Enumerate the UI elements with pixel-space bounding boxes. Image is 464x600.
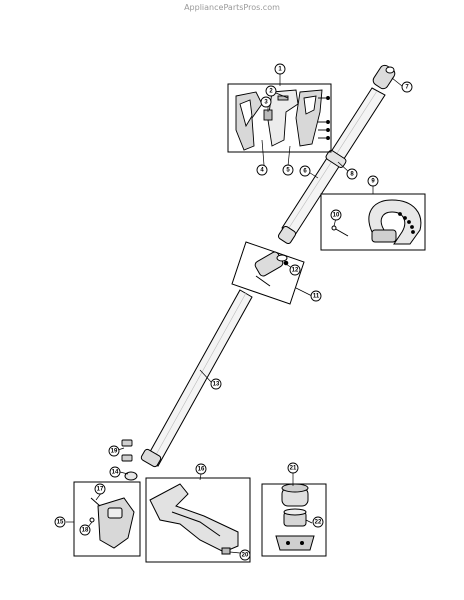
- callout-20: 20: [239, 549, 251, 561]
- callout-circle: [287, 462, 299, 474]
- callout-5: 5: [282, 164, 294, 176]
- callout-circle: [79, 524, 91, 536]
- callout-16: 16: [195, 463, 207, 475]
- callout-circle: [265, 85, 277, 97]
- lower-shaft: [145, 289, 253, 467]
- callout-3: 3: [260, 96, 272, 108]
- callout-circle: [54, 516, 66, 528]
- gear-head: [89, 497, 135, 549]
- assist-handle: [331, 199, 422, 245]
- callout-circle: [367, 175, 379, 187]
- callout-19: 19: [108, 445, 120, 457]
- callout-21: 21: [287, 462, 299, 474]
- callout-2: 2: [265, 85, 277, 97]
- callout-10: 10: [330, 209, 342, 221]
- callout-label: 10: [333, 212, 340, 218]
- callout-circle: [260, 96, 272, 108]
- callout-circle: [94, 483, 106, 495]
- mounting-bracket: [121, 439, 133, 462]
- callout-circle: [289, 264, 301, 276]
- callout-label: 2: [269, 88, 273, 94]
- handle-housing-panel: [227, 83, 332, 153]
- callout-15: 15: [54, 516, 66, 528]
- coupler: [254, 251, 289, 287]
- callout-label: 17: [97, 486, 104, 492]
- gear-head-panel: [73, 481, 141, 557]
- guard-panel: [145, 477, 251, 563]
- callout-label: 6: [303, 168, 307, 174]
- callout-label: 8: [350, 171, 354, 177]
- trimmer-spool: [275, 483, 315, 551]
- callout-label: 13: [213, 381, 220, 387]
- callout-circle: [274, 63, 286, 75]
- callout-circle: [282, 164, 294, 176]
- callout-label: 11: [313, 293, 320, 299]
- handle-housing-parts: [235, 89, 330, 151]
- callout-circle: [312, 516, 324, 528]
- callout-1: 1: [274, 63, 286, 75]
- callout-circle: [108, 445, 120, 457]
- callout-circle: [239, 549, 251, 561]
- callout-6: 6: [299, 165, 311, 177]
- callout-label: 9: [371, 178, 375, 184]
- callout-label: 22: [315, 519, 322, 525]
- callout-label: 21: [290, 465, 297, 471]
- callout-13: 13: [210, 378, 222, 390]
- callout-circle: [299, 165, 311, 177]
- shaft-end-cap: [372, 64, 396, 90]
- callout-label: 14: [112, 469, 119, 475]
- callout-circle: [195, 463, 207, 475]
- callout-14: 14: [109, 466, 121, 478]
- callout-18: 18: [79, 524, 91, 536]
- callout-8: 8: [346, 168, 358, 180]
- callout-9: 9: [367, 175, 379, 187]
- callout-label: 4: [260, 167, 264, 173]
- shaft-collar: [325, 150, 347, 168]
- callout-label: 3: [264, 99, 268, 105]
- callout-circle: [256, 164, 268, 176]
- callout-label: 1: [278, 66, 282, 72]
- callout-circle: [310, 290, 322, 302]
- grass-guard: [149, 483, 239, 555]
- callout-7: 7: [401, 81, 413, 93]
- callout-circle: [210, 378, 222, 390]
- callout-12: 12: [289, 264, 301, 276]
- callout-circle: [401, 81, 413, 93]
- callout-22: 22: [312, 516, 324, 528]
- callout-label: 18: [82, 527, 89, 533]
- callout-11: 11: [310, 290, 322, 302]
- callout-circle: [346, 168, 358, 180]
- watermark-text: AppliancePartsPros.com: [184, 3, 280, 12]
- callout-circle: [330, 209, 342, 221]
- callout-4: 4: [256, 164, 268, 176]
- callout-label: 12: [292, 267, 299, 273]
- callout-label: 15: [57, 519, 64, 525]
- callout-circle: [109, 466, 121, 478]
- callout-label: 7: [405, 84, 409, 90]
- shaft-joint-upper: [277, 225, 297, 245]
- callout-label: 16: [198, 466, 205, 472]
- callout-label: 19: [111, 448, 118, 454]
- callout-label: 20: [242, 552, 249, 558]
- callout-label: 5: [286, 167, 290, 173]
- callout-17: 17: [94, 483, 106, 495]
